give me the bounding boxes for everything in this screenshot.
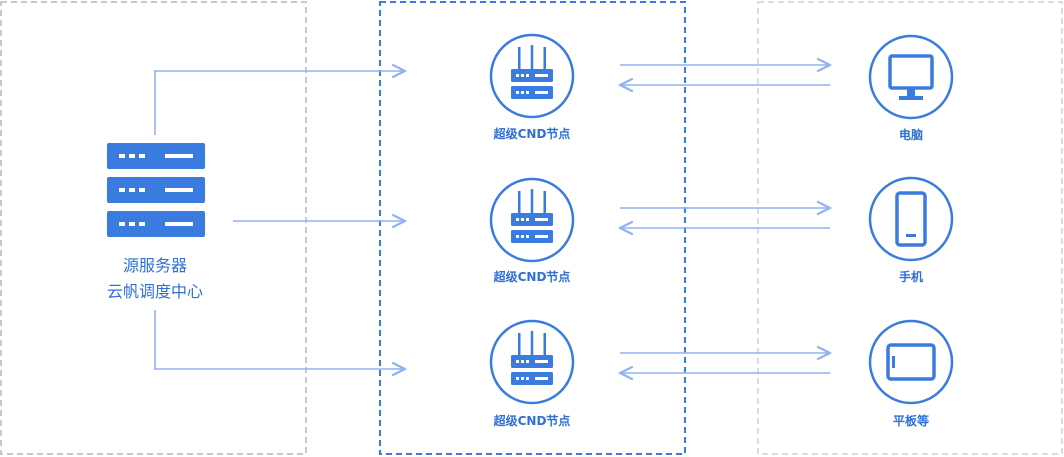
monitor-icon: [868, 34, 954, 120]
source-to-node-3-line: [154, 310, 405, 369]
cdn-node-label: 超级CND节点: [493, 127, 571, 141]
source-label-line-1: 源服务器: [122, 256, 187, 275]
cdn-node-label: 超级CND节点: [493, 270, 571, 284]
phone-icon: [868, 176, 954, 262]
server-stack-icon: [107, 143, 205, 237]
tablet-icon: [868, 319, 954, 405]
device-label-phone: 手机: [898, 270, 923, 284]
source-label: 源服务器 云帆调度中心: [55, 253, 255, 305]
router-icon: [489, 177, 575, 263]
source-label-line-2: 云帆调度中心: [106, 282, 203, 301]
router-icon: [489, 33, 575, 119]
device-label-tablet: 平板等: [892, 414, 929, 428]
source-to-node-1-line: [154, 71, 405, 135]
router-icon: [489, 319, 575, 405]
device-label-computer: 电脑: [898, 128, 923, 142]
source-region: [0, 1, 307, 455]
cdn-node-label: 超级CND节点: [493, 414, 571, 428]
